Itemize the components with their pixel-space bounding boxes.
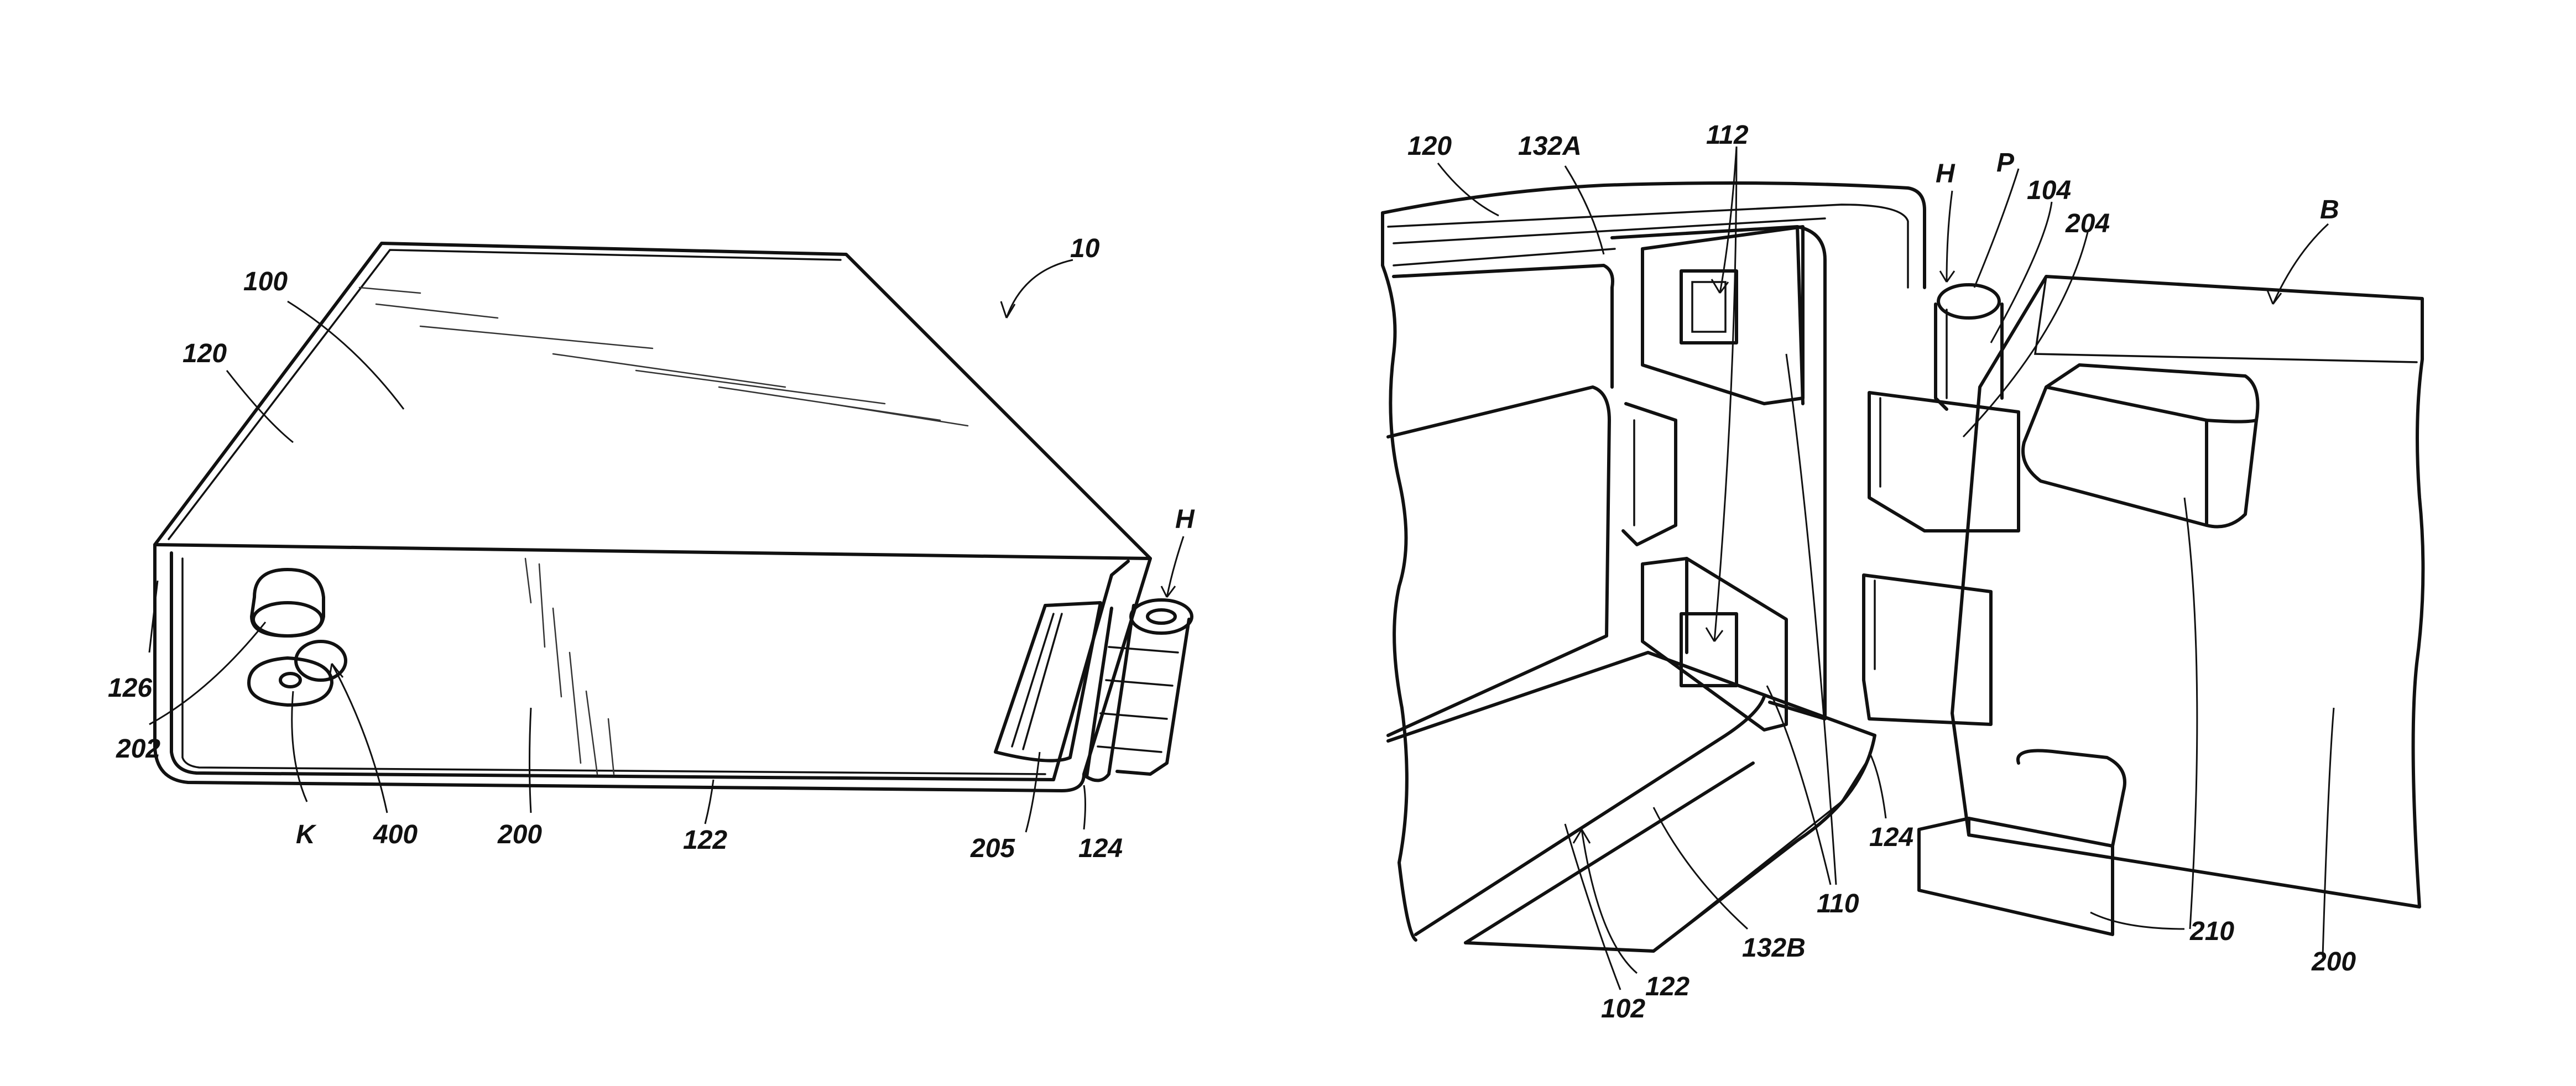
label-102: 102	[1601, 994, 1645, 1024]
inner-panel	[1388, 387, 1609, 735]
label-132b: 132B	[1742, 933, 1806, 963]
label-104: 104	[2027, 176, 2071, 205]
hinge-pin	[1936, 285, 2002, 409]
label-p: P	[1996, 148, 2015, 177]
door-inner-edge	[182, 558, 1045, 774]
label-126: 126	[108, 673, 152, 703]
label-122-right: 122	[1645, 972, 1689, 1001]
label-100: 100	[243, 267, 288, 296]
upper-door-stop	[2023, 365, 2258, 527]
label-204: 204	[2065, 209, 2110, 238]
enclosure-body-outline	[1383, 213, 1416, 940]
top-reflection-hatching	[359, 288, 968, 426]
label-200-right: 200	[2311, 947, 2356, 977]
label-b: B	[2320, 195, 2339, 224]
label-122: 122	[683, 826, 727, 855]
label-205: 205	[970, 834, 1015, 863]
label-124-right: 124	[1869, 823, 1913, 852]
wall-clip	[1623, 404, 1676, 545]
label-124: 124	[1078, 834, 1123, 863]
label-132a: 132A	[1518, 132, 1582, 161]
lower-standoff-block	[1642, 558, 1786, 730]
label-120: 120	[182, 339, 227, 368]
label-h-right: H	[1936, 159, 1956, 189]
label-h: H	[1175, 505, 1195, 534]
leader-lines	[149, 147, 2334, 990]
reference-labels-right: 120 132A 112 H P 104 204 B 110 124 132B …	[1407, 121, 2356, 1024]
label-10: 10	[1070, 234, 1100, 263]
enclosure-top-panel	[155, 243, 1150, 558]
label-210: 210	[2189, 917, 2234, 946]
closed-enclosure-figure	[155, 243, 1192, 791]
key-icon	[249, 641, 346, 705]
label-k: K	[296, 820, 317, 849]
door-reflection-hatching	[525, 558, 614, 774]
label-200: 200	[497, 820, 542, 849]
left-inner-wall	[1394, 265, 1613, 387]
upper-standoff-block	[1642, 227, 1803, 404]
label-112: 112	[1706, 121, 1749, 150]
label-202: 202	[116, 734, 160, 764]
hinge-barrel	[1087, 600, 1192, 780]
hinge-plate	[995, 603, 1101, 761]
hinge-leaves	[1864, 393, 2019, 724]
label-120-right: 120	[1407, 132, 1452, 161]
label-110: 110	[1817, 889, 1859, 918]
door-panel-outline	[171, 553, 1128, 780]
label-400: 400	[373, 820, 418, 849]
